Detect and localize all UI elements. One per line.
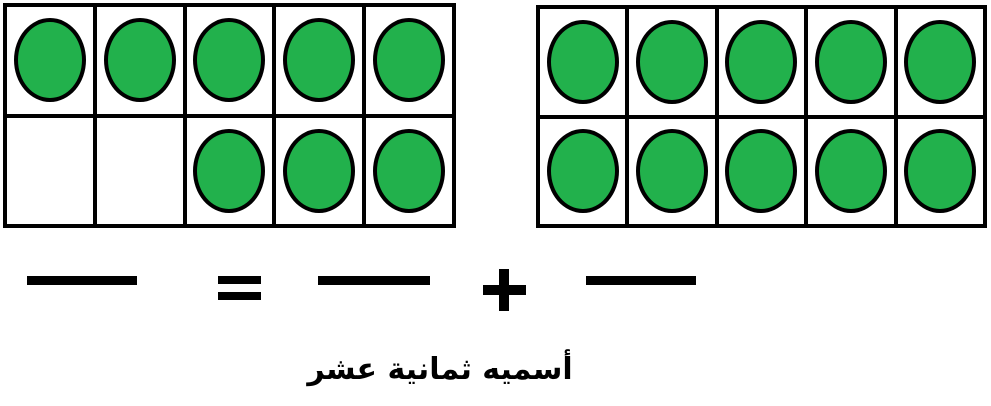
right-ten-frame — [536, 5, 987, 228]
green-counter — [546, 19, 619, 104]
green-counter — [636, 129, 709, 214]
green-counter — [814, 129, 887, 214]
green-counter — [283, 18, 356, 103]
green-counter — [283, 128, 356, 213]
addend-blank-1: ---- — [318, 276, 430, 285]
green-counter — [725, 19, 798, 104]
answer-blank: ---- — [27, 276, 137, 285]
filled-cell — [366, 7, 452, 114]
filled-cell — [897, 9, 983, 115]
filled-cell — [629, 9, 715, 115]
green-counter — [193, 18, 266, 103]
filled-cell — [7, 7, 93, 114]
filled-cell — [808, 9, 894, 115]
green-counter — [636, 19, 709, 104]
filled-cell — [808, 118, 894, 224]
filled-cell — [276, 117, 363, 224]
green-counter — [13, 18, 86, 103]
green-counter — [814, 19, 887, 104]
caption-text: أسميه ثمانية عشر — [307, 352, 573, 387]
empty-cell — [96, 117, 183, 224]
filled-cell — [186, 7, 273, 114]
filled-cell — [276, 7, 363, 114]
filled-cell — [540, 9, 626, 115]
filled-cell — [186, 117, 273, 224]
left-ten-frame — [3, 3, 456, 228]
green-counter — [373, 18, 446, 103]
filled-cell — [629, 118, 715, 224]
green-counter — [546, 129, 619, 214]
green-counter — [373, 128, 446, 213]
green-counter — [103, 18, 176, 103]
filled-cell — [96, 7, 183, 114]
filled-cell — [897, 118, 983, 224]
green-counter — [725, 129, 798, 214]
green-counter — [193, 128, 266, 213]
filled-cell — [366, 117, 452, 224]
filled-cell — [540, 118, 626, 224]
filled-cell — [718, 118, 805, 224]
filled-cell — [718, 9, 805, 115]
addend-blank-2: ---- — [586, 276, 696, 285]
green-counter — [904, 129, 977, 214]
empty-cell — [7, 117, 93, 224]
green-counter — [904, 19, 977, 104]
